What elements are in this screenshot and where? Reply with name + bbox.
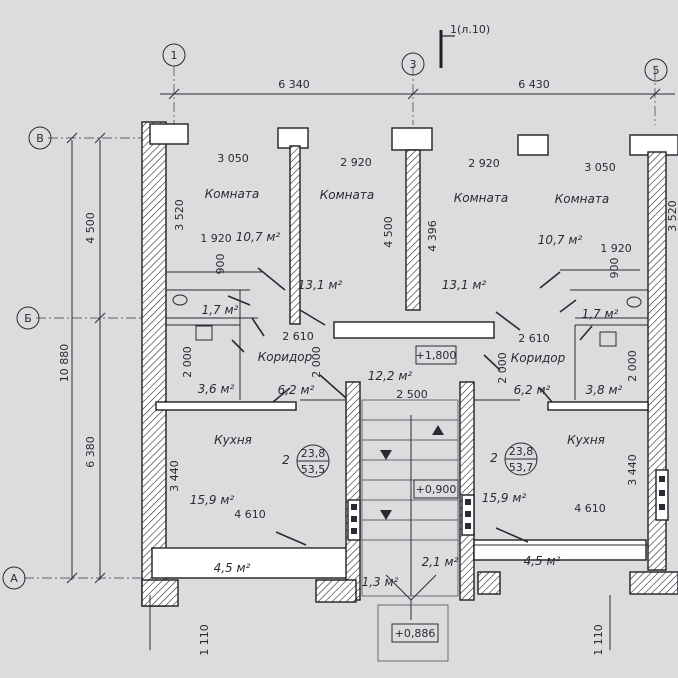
svg-text:3 050: 3 050	[584, 161, 616, 174]
door-swings	[227, 267, 593, 546]
svg-text:2 000: 2 000	[496, 352, 509, 384]
axis-bubble-v: В	[28, 126, 52, 150]
svg-text:3,6 м²: 3,6 м²	[198, 382, 235, 396]
room-areas: 10,7 м² 13,1 м² 13,1 м² 10,7 м² 1,7 м² 1…	[190, 230, 623, 589]
svg-text:2,1 м²: 2,1 м²	[422, 555, 459, 569]
svg-text:3 520: 3 520	[173, 199, 186, 231]
section-mark: 1(л.10)	[439, 23, 490, 68]
left-dimensions: 10 880 4 500 6 380	[58, 132, 106, 584]
svg-text:6,2 м²: 6,2 м²	[514, 383, 551, 397]
svg-text:12,2 м²: 12,2 м²	[368, 369, 413, 383]
level-mark-1800: +1,800	[415, 345, 457, 365]
svg-text:1 110: 1 110	[592, 624, 605, 656]
axis-bubble-5: 5	[644, 58, 668, 82]
axis-bubble-3: 3	[401, 52, 425, 76]
svg-text:2 610: 2 610	[282, 330, 314, 343]
svg-text:53,7: 53,7	[509, 461, 534, 474]
axis-bubble-b: Б	[16, 306, 40, 330]
interior-partitions	[156, 269, 648, 549]
svg-text:1: 1	[171, 49, 178, 62]
svg-text:53,5: 53,5	[301, 463, 326, 476]
svg-text:3 520: 3 520	[666, 200, 678, 232]
room-labels: Комната Комната Комната Комната Коридор …	[205, 187, 609, 447]
svg-text:4 500: 4 500	[84, 212, 97, 244]
svg-text:10,7 м²: 10,7 м²	[538, 233, 583, 247]
svg-text:10 880: 10 880	[58, 344, 71, 383]
svg-text:Коридор: Коридор	[511, 351, 566, 365]
bottom-dimensions: 1 110 1 110	[149, 595, 611, 656]
svg-text:+1,800: +1,800	[416, 349, 457, 362]
svg-text:4 610: 4 610	[574, 502, 606, 515]
svg-text:15,9 м²: 15,9 м²	[482, 491, 527, 505]
svg-text:А: А	[10, 572, 18, 585]
svg-text:2 500: 2 500	[396, 388, 428, 401]
apartment-marker-left: 2 23,8 53,5	[282, 444, 330, 478]
svg-text:3: 3	[410, 58, 417, 71]
svg-text:Комната: Комната	[555, 192, 609, 206]
toilet-left	[172, 294, 213, 341]
svg-text:900: 900	[608, 258, 621, 279]
svg-text:10,7 м²: 10,7 м²	[236, 230, 281, 244]
svg-text:2: 2	[282, 453, 290, 467]
svg-text:23,8: 23,8	[509, 445, 534, 458]
apartment-marker-right: 2 23,8 53,7	[490, 442, 538, 476]
svg-text:4 396: 4 396	[426, 220, 439, 252]
axis-bubble-1: 1	[162, 43, 186, 67]
svg-text:Кухня: Кухня	[214, 433, 252, 447]
svg-text:Комната: Комната	[320, 188, 374, 202]
svg-text:2 000: 2 000	[181, 346, 194, 378]
svg-text:3 440: 3 440	[626, 454, 639, 486]
svg-text:4 500: 4 500	[382, 216, 395, 248]
svg-text:2 000: 2 000	[310, 346, 323, 378]
svg-text:+0,886: +0,886	[395, 627, 436, 640]
svg-text:900: 900	[214, 254, 227, 275]
svg-text:1,7 м²: 1,7 м²	[202, 303, 239, 317]
svg-text:3 440: 3 440	[168, 460, 181, 492]
svg-text:Кухня: Кухня	[567, 433, 605, 447]
svg-text:В: В	[36, 132, 44, 145]
svg-text:15,9 м²: 15,9 м²	[190, 493, 235, 507]
svg-text:Комната: Комната	[454, 191, 508, 205]
stove-left	[347, 499, 361, 541]
svg-text:2: 2	[490, 451, 498, 465]
svg-text:Комната: Комната	[205, 187, 259, 201]
svg-text:1 920: 1 920	[600, 242, 632, 255]
svg-text:3 050: 3 050	[217, 152, 249, 165]
svg-text:1(л.10): 1(л.10)	[450, 23, 490, 36]
axis-bubble-a: А	[2, 566, 26, 590]
svg-text:23,8: 23,8	[301, 447, 326, 460]
svg-text:4,5 м²: 4,5 м²	[524, 554, 561, 568]
stove-far-right	[655, 469, 669, 521]
svg-text:4 610: 4 610	[234, 508, 266, 521]
svg-text:6 380: 6 380	[84, 436, 97, 468]
svg-text:6 340: 6 340	[278, 78, 310, 91]
svg-text:Коридор: Коридор	[258, 350, 313, 364]
svg-text:1,3 м²: 1,3 м²	[362, 575, 399, 589]
exterior-walls	[141, 121, 678, 607]
svg-text:1 920: 1 920	[200, 232, 232, 245]
svg-text:2 920: 2 920	[340, 156, 372, 169]
svg-text:2 920: 2 920	[468, 157, 500, 170]
svg-text:1,7 м²: 1,7 м²	[582, 307, 619, 321]
svg-text:1 110: 1 110	[198, 624, 211, 656]
svg-text:4,5 м²: 4,5 м²	[214, 561, 251, 575]
svg-text:Б: Б	[24, 312, 32, 325]
level-mark-0886: +0,886	[391, 623, 439, 643]
svg-text:3,8 м²: 3,8 м²	[586, 383, 623, 397]
svg-text:+0,900: +0,900	[416, 483, 457, 496]
level-mark-0900: +0,900	[413, 479, 459, 499]
svg-text:6,2 м²: 6,2 м²	[278, 383, 315, 397]
interior-dimensions: 3 050 2 920 2 920 3 050 3 520 4 500 4 39…	[168, 152, 678, 521]
svg-text:13,1 м²: 13,1 м²	[298, 278, 343, 292]
toilet-right	[599, 296, 642, 347]
svg-text:2 610: 2 610	[518, 332, 550, 345]
stove-right	[461, 494, 475, 536]
svg-text:5: 5	[653, 64, 660, 77]
svg-text:13,1 м²: 13,1 м²	[442, 278, 487, 292]
svg-text:2 000: 2 000	[626, 350, 639, 382]
top-dimensions: 6 340 6 430	[160, 78, 675, 100]
svg-text:6 430: 6 430	[518, 78, 550, 91]
axis-lines	[24, 66, 656, 579]
